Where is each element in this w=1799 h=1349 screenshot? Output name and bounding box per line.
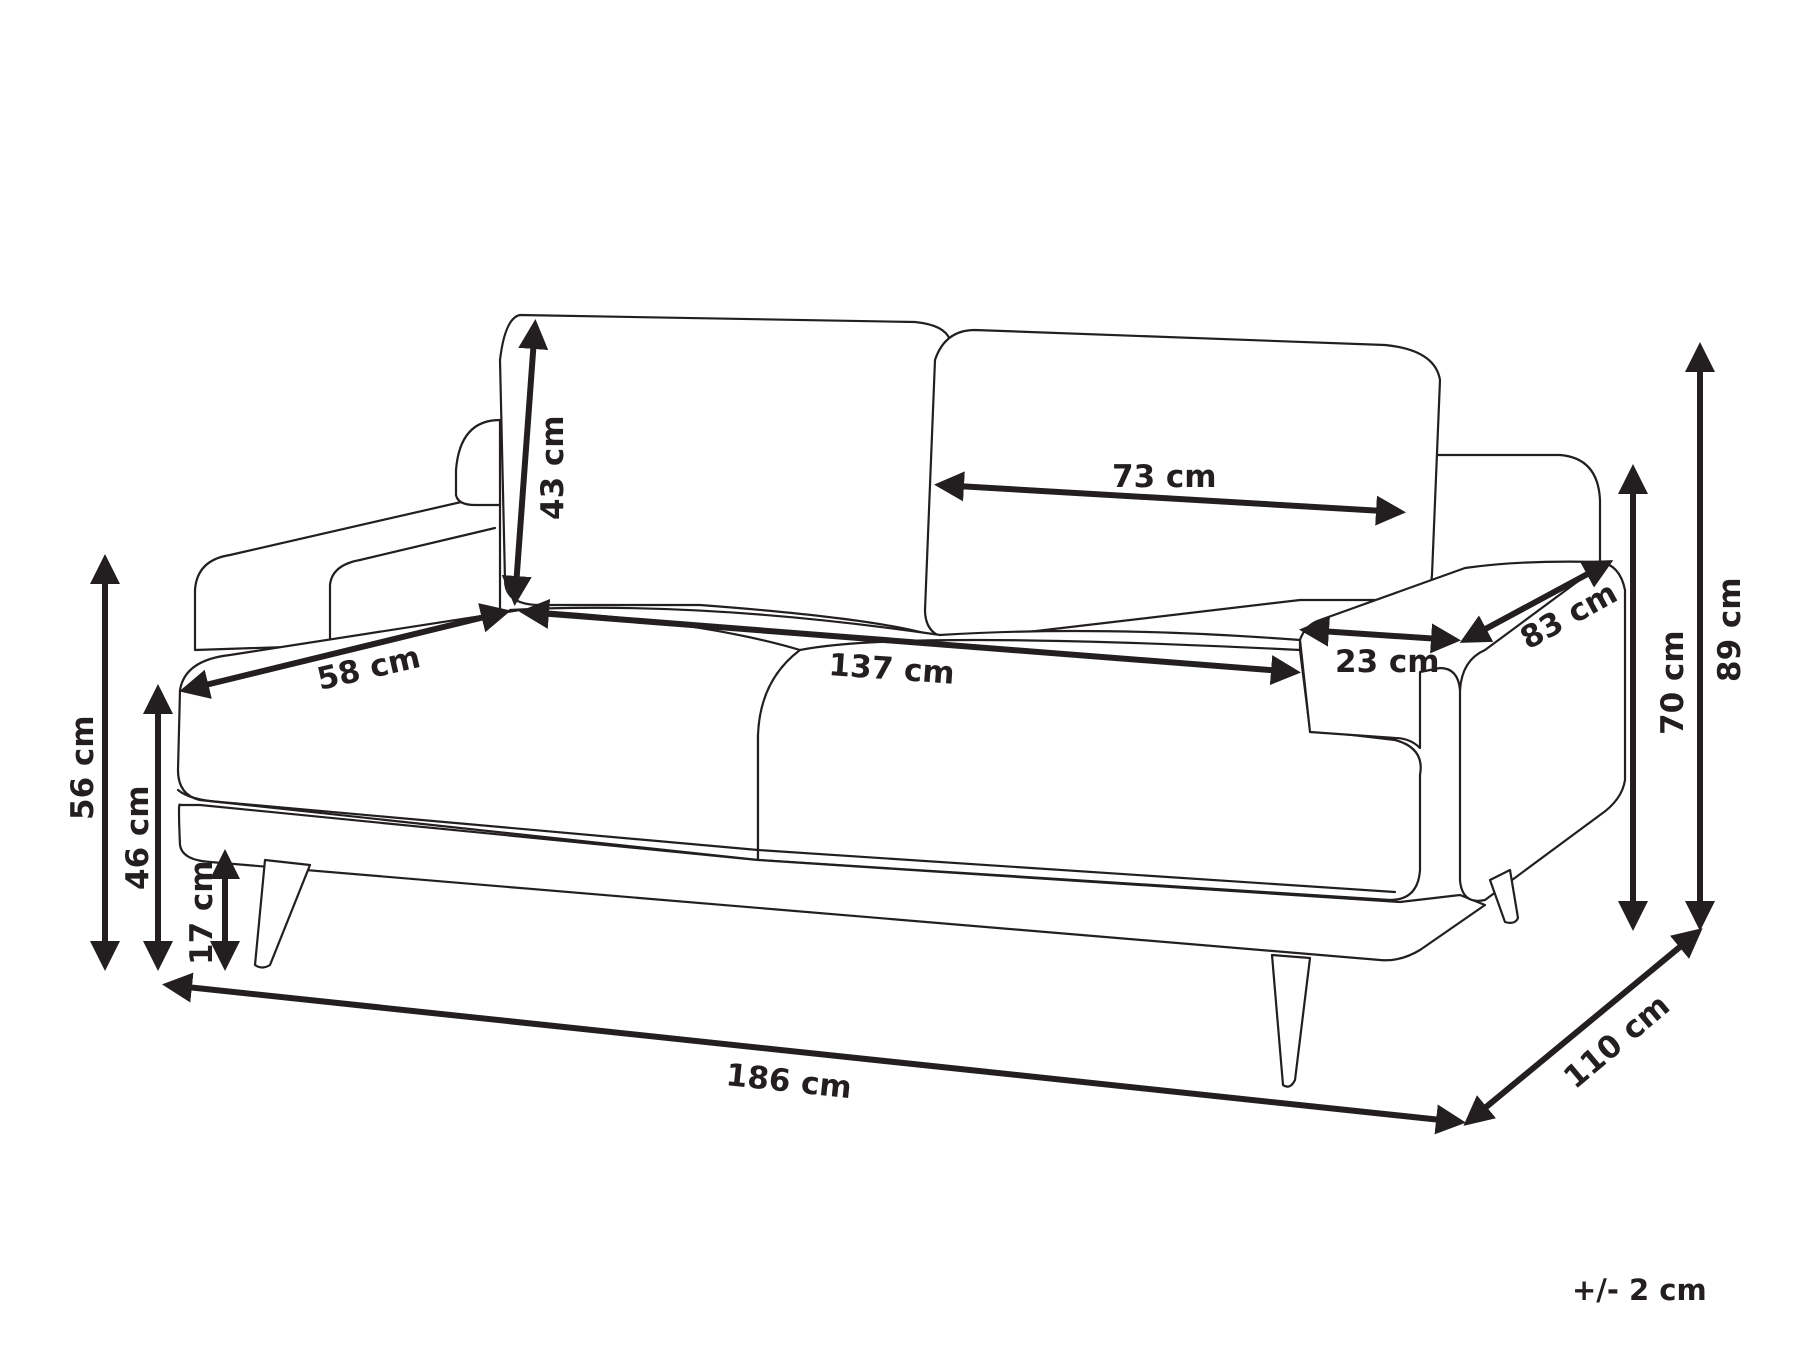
label-seat-width: 137 cm [827,647,955,692]
label-back-cushion-width: 73 cm [1112,459,1217,495]
tolerance-note: +/- 2 cm [1572,1273,1707,1307]
label-total-width: 186 cm [724,1057,853,1106]
label-back-cushion-height: 43 cm [535,415,571,520]
label-leg-height: 17 cm [184,860,220,965]
dimension-lines [90,319,1715,1135]
back-right-leg [1488,868,1520,924]
sofa-drawing [176,313,1627,1088]
front-right-leg [1270,953,1312,1088]
label-seat-height: 46 cm [120,785,156,890]
label-armrest-height: 70 cm [1655,630,1691,735]
label-armrest-width: 23 cm [1335,644,1440,680]
front-left-leg [253,858,312,969]
sofa-base [177,803,1487,962]
label-total-height: 89 cm [1712,577,1748,682]
label-arm-height-front: 56 cm [65,715,101,820]
label-total-depth: 110 cm [1557,987,1677,1096]
left-back-bolster [454,418,502,507]
